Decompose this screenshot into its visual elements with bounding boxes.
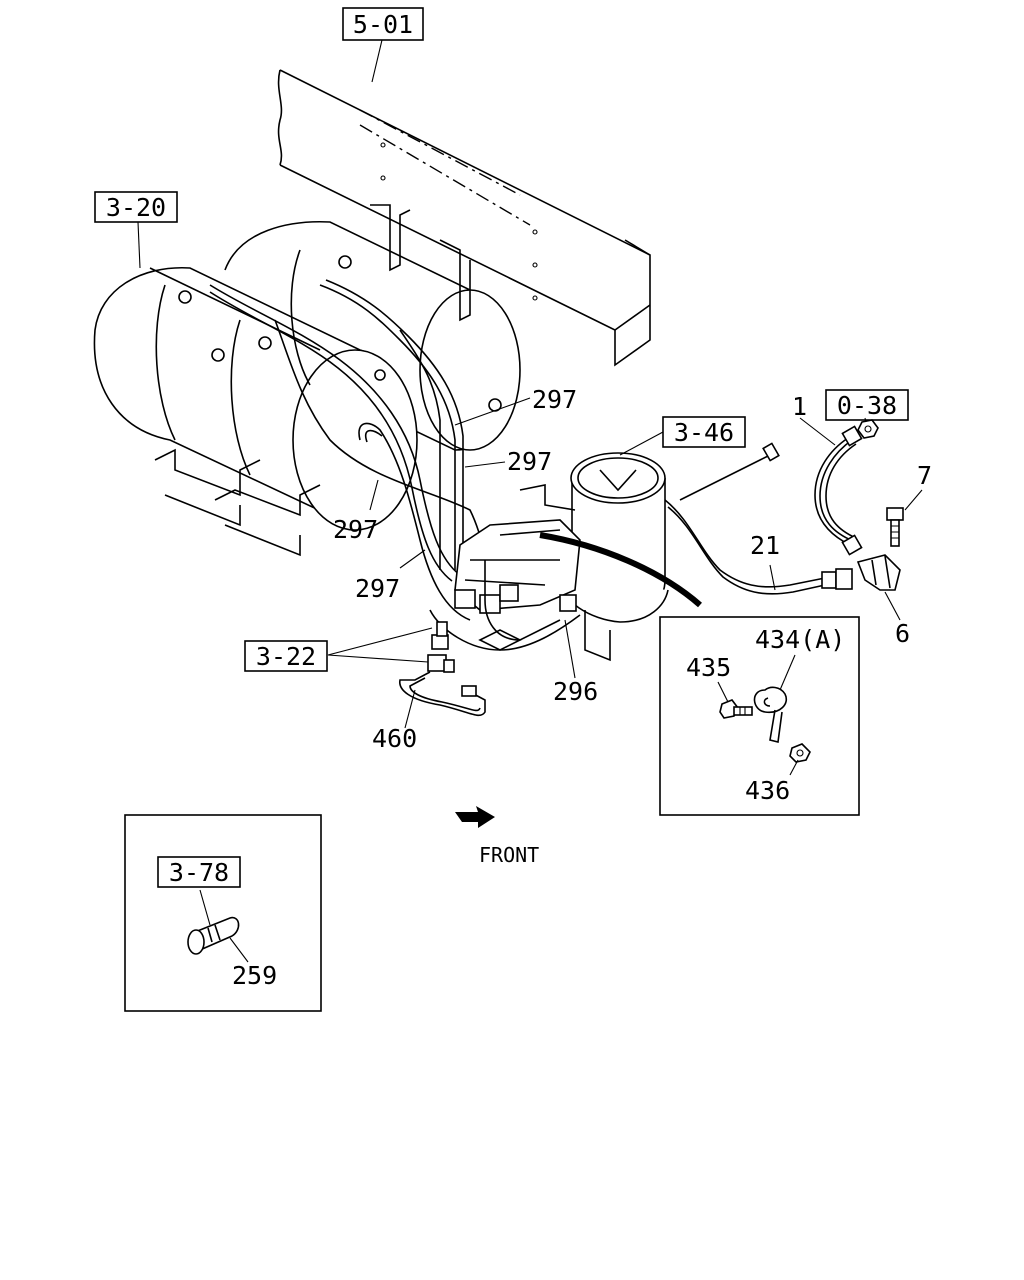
nut-0-38 [857,419,879,439]
fittings-3-22 [427,621,455,673]
ref-label-3-20: 3-20 [106,193,166,222]
air-dryer [519,442,780,662]
piping-297 [209,279,491,621]
ref-box-3-78: 3-78 [157,856,241,888]
detail-box-434 [659,616,860,816]
ref-box-5-01: 5-01 [342,7,424,41]
front-label: FRONT [479,843,539,867]
pipe-21 [664,499,853,595]
leader-lines [137,39,923,963]
part-label-297-b: 297 [507,447,552,476]
part-label-297-a: 297 [532,385,577,414]
part-label-1: 1 [792,392,807,421]
pipe-296 [484,560,561,641]
connector-6 [856,554,901,591]
part-label-434a: 434(A) [755,625,845,654]
hose-1 [814,425,863,556]
ref-box-3-20: 3-20 [94,191,178,223]
pipe-460 [399,671,486,717]
part-label-7: 7 [917,461,932,490]
ref-label-3-78: 3-78 [169,858,229,887]
front-arrow-icon [455,806,495,828]
bolt-7 [886,507,904,547]
air-tanks [93,204,521,557]
ref-box-3-46: 3-46 [662,416,746,448]
ref-label-3-46: 3-46 [674,418,734,447]
part-label-435: 435 [686,653,731,682]
ref-box-0-38: 0-38 [825,389,909,421]
part-label-6: 6 [895,619,910,648]
ref-label-5-01: 5-01 [353,10,413,39]
part-label-297-d: 297 [355,574,400,603]
part-label-259: 259 [232,961,277,990]
part-label-460: 460 [372,724,417,753]
ref-box-3-22: 3-22 [244,640,328,672]
part-label-436: 436 [745,776,790,805]
ref-label-3-22: 3-22 [256,642,316,671]
ref-label-0-38: 0-38 [837,391,897,420]
part-label-296: 296 [553,677,598,706]
frame-rail [277,69,651,367]
part-label-21: 21 [750,531,780,560]
part-label-297-c: 297 [333,515,378,544]
detail-box-3-78 [124,814,322,1012]
